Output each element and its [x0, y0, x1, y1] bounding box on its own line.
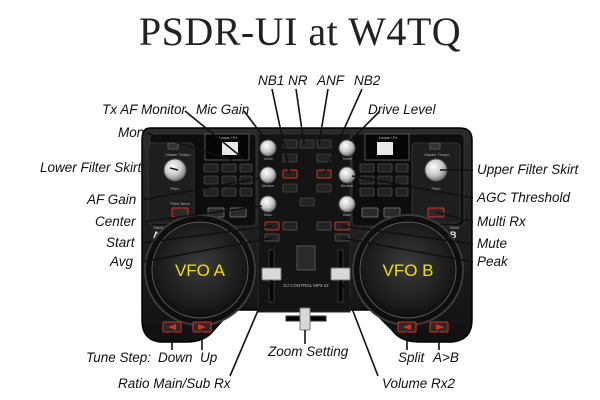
left-button-grid [203, 163, 253, 197]
label-ratio-main-sub-rx: Ratio Main/Sub Rx [118, 376, 231, 391]
deck-b-word: Deck [450, 225, 459, 230]
label-avg: Avg [110, 254, 134, 269]
label-mute: Mute [477, 236, 508, 251]
center-knob-right [338, 195, 356, 213]
leader-mic-gain [243, 110, 267, 141]
right-screen-window [377, 142, 393, 155]
af-gain-knob [259, 166, 277, 184]
right-listen-button [334, 233, 350, 242]
vfo-b-label: VFO B [382, 261, 433, 280]
label-start: Start [106, 235, 135, 250]
label-drive-level: Drive Level [368, 102, 436, 117]
label-volume-rx2: Volume Rx2 [382, 376, 456, 391]
right-master-tempo-label: Master Tempo [424, 152, 450, 157]
label-peak: Peak [477, 254, 508, 269]
vfo-a-label: VFO A [175, 261, 226, 280]
label-mic-gain: Mic Gain [196, 102, 250, 117]
left-fader-cap [261, 267, 282, 281]
leader-anf [318, 88, 329, 145]
label-tx-af-monitor: Tx AF Monitor [102, 102, 187, 117]
leader-nr [295, 88, 305, 145]
leader-nb1 [271, 88, 291, 175]
left-listen-button [264, 233, 280, 242]
treble-right-label: Treble [342, 157, 352, 161]
label-center: Center [95, 214, 136, 229]
leader-start [141, 225, 273, 244]
leader-af-gain [141, 177, 261, 201]
leader-avg [141, 237, 273, 263]
leader-nb2 [323, 88, 363, 175]
leader-peak [341, 237, 474, 263]
label-tune-step: Tune Step: [86, 350, 152, 365]
right-pitch-label: Pitch [432, 186, 441, 191]
center-knob-left [259, 195, 277, 213]
right-load-button [316, 221, 332, 231]
leader-ratio [229, 279, 272, 377]
mic-gain-knob [259, 139, 277, 157]
right-fader-cap [330, 267, 351, 281]
split-icon [403, 324, 411, 330]
leader-agc-threshold [351, 175, 474, 199]
label-af-gain: AF Gain [87, 192, 137, 207]
tune-step-up-icon [198, 324, 206, 330]
label-tune-step-up: Up [200, 350, 218, 365]
left-pitch-label: Pitch [171, 186, 180, 191]
right-fwd-button [361, 207, 379, 218]
jog-wheel-a [151, 221, 249, 319]
right-screen-label: Loops / Fx [379, 135, 398, 140]
left-pitch-bend-label: Pitch Bend [170, 201, 189, 206]
leader-drive-level [349, 110, 381, 142]
label-a-to-b: A>B [433, 350, 459, 365]
bass-left-label: Bass [264, 213, 272, 217]
deck-b-letter: B [450, 230, 457, 240]
leader-center [141, 205, 263, 223]
leader-mute [341, 225, 474, 245]
treble-left-label: Treble [263, 157, 273, 161]
bass-right-label: Bass [343, 213, 351, 217]
a-to-b-icon [436, 324, 444, 330]
leader-volume-rx2 [340, 279, 379, 377]
medium-left-label: Medium [262, 184, 275, 188]
label-nb2: NB2 [354, 73, 381, 88]
label-tune-step-down: Down [158, 350, 193, 365]
crossfader-cap [299, 307, 311, 331]
drive-level-knob [338, 139, 356, 157]
label-split: Split [398, 350, 425, 365]
label-multi-rx: Multi Rx [477, 214, 526, 229]
leader-multi-rx [435, 211, 474, 223]
agc-threshold-knob [338, 166, 356, 184]
right-button-grid [359, 163, 409, 197]
center-logo-block [296, 245, 316, 271]
label-upper-filter-skirt: Upper Filter Skirt [477, 162, 579, 177]
left-screen-label: Loops / Fx [219, 135, 238, 140]
left-master-tempo-button [167, 142, 179, 150]
label-anf: ANF [317, 73, 344, 88]
label-nr: NR [288, 73, 308, 88]
left-load-button [282, 221, 298, 231]
label-mon: Mon [118, 125, 145, 140]
deck-a-word: Deck [154, 225, 163, 230]
leader-lower-filter-skirt [169, 167, 179, 171]
leader-mon [146, 132, 233, 161]
leader-lines [141, 88, 474, 377]
tune-step-down-icon [168, 324, 176, 330]
brand-label: DJ CONTROL MP3 e2 [283, 283, 329, 288]
label-lower-filter-skirt: Lower Filter Skirt [40, 160, 142, 175]
medium-right-label: Medium [341, 184, 354, 188]
label-agc-threshold: AGC Threshold [477, 190, 571, 205]
right-master-tempo-button [429, 142, 441, 150]
page-title: PSDR-UI at W4TQ [138, 9, 462, 54]
label-nb1: NB1 [258, 73, 285, 88]
left-master-tempo-label: Master Tempo [165, 152, 191, 157]
label-zoom-setting: Zoom Setting [268, 344, 349, 359]
leader-tx-af-monitor [184, 110, 246, 161]
